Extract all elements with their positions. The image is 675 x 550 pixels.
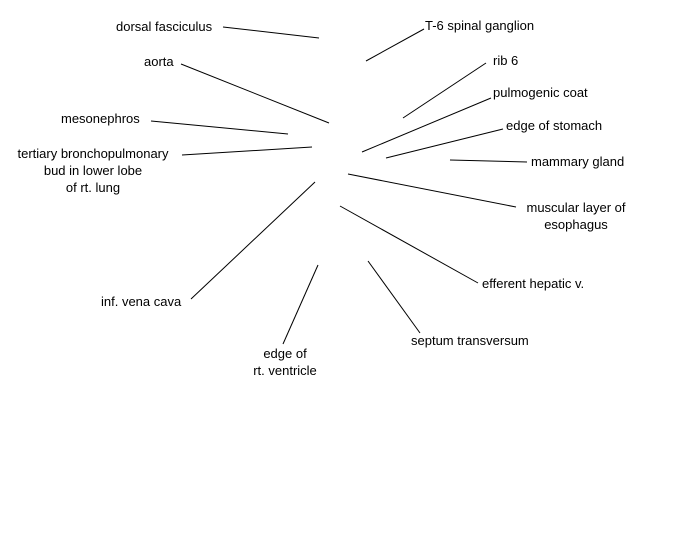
leader-mammary-gland (449, 159, 528, 163)
label-efferent-hepatic: efferent hepatic v. (482, 276, 585, 291)
leader-dorsal-fasciculus (222, 26, 320, 39)
label-edge-of-stomach: edge of stomach (506, 118, 603, 133)
label-aorta: aorta (144, 54, 174, 69)
leader-tertiary-bud (181, 146, 313, 156)
label-mammary-gland: mammary gland (531, 154, 625, 169)
leader-inf-vena-cava (190, 181, 316, 300)
leader-edge-rt-ventricle (282, 264, 319, 345)
label-muscular-layer: muscular layer of esophagus (526, 200, 626, 232)
label-mesonephros: mesonephros (61, 111, 140, 126)
leader-t6-spinal-ganglion (365, 28, 425, 62)
label-rib-6: rib 6 (493, 53, 519, 68)
leader-muscular-layer (347, 173, 517, 208)
label-dorsal-fasciculus: dorsal fasciculus (116, 19, 213, 34)
leader-septum-transversum (367, 260, 421, 334)
leader-rib-6 (402, 62, 487, 119)
label-inf-vena-cava: inf. vena cava (101, 294, 182, 309)
label-tertiary-bud: tertiary bronchopulmonary bud in lower l… (17, 146, 169, 195)
label-t6-spinal-ganglion: T-6 spinal ganglion (425, 18, 535, 33)
label-edge-rt-ventricle: edge of rt. ventricle (253, 346, 317, 378)
leader-pulmogenic-coat (361, 97, 492, 153)
leader-efferent-hepatic (339, 205, 479, 284)
leader-mesonephros (150, 120, 289, 135)
leader-edge-of-stomach (385, 128, 504, 159)
label-pulmogenic-coat: pulmogenic coat (493, 85, 588, 100)
leader-aorta (180, 63, 330, 124)
label-septum-transversum: septum transversum (411, 333, 529, 348)
